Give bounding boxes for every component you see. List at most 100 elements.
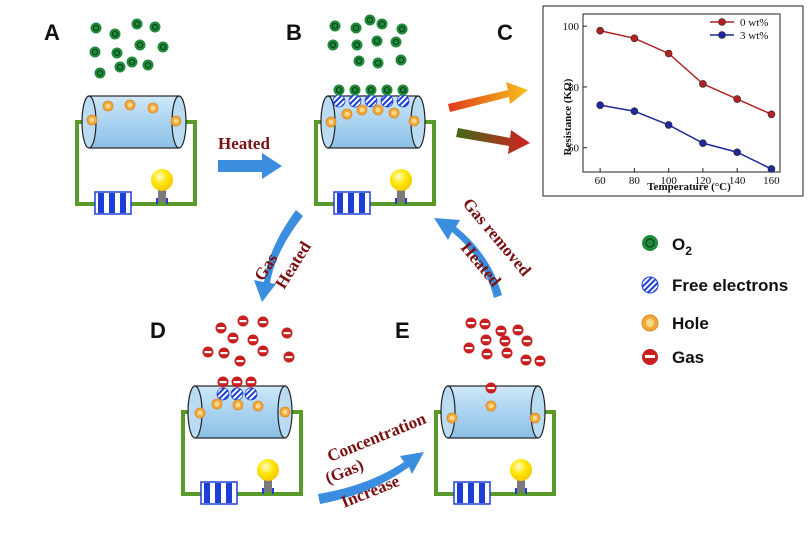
o2-molecule (365, 84, 377, 96)
legend-hole-symbol (641, 314, 659, 332)
o2-molecule (372, 57, 384, 69)
hole-particle (86, 114, 98, 126)
o2-molecule (351, 39, 363, 51)
green-red-arrow-to-chart (456, 128, 530, 154)
circuit-a (75, 95, 197, 215)
light-bulb (390, 169, 412, 204)
circuit-b (314, 94, 436, 215)
gas-removed-arrow (434, 218, 502, 298)
data-point (733, 95, 741, 103)
gas-molecule (463, 342, 475, 354)
y-tick-label: 60 (568, 143, 580, 155)
hole-particle (341, 108, 353, 120)
heated-arrow-label: Heated (218, 134, 270, 153)
legend-gas-symbol (642, 349, 658, 365)
o2-molecule (114, 61, 126, 73)
data-point (733, 148, 741, 157)
data-point (664, 49, 673, 58)
gas-molecule (257, 316, 269, 328)
gas-molecule (202, 346, 214, 358)
particle-groups (89, 14, 546, 388)
series-line-1 (599, 104, 772, 170)
hole-particle (252, 400, 264, 412)
y-tick-label: 80 (568, 82, 580, 94)
panel-label-e: E (395, 318, 410, 343)
gas-molecule (501, 347, 513, 359)
legend-swatch-marker (718, 18, 726, 26)
legend-gas-label: Gas (672, 348, 704, 367)
o2-molecule (94, 67, 106, 79)
gas-molecule (247, 334, 259, 346)
circuit-wire (314, 120, 436, 206)
gas-molecule (237, 315, 249, 327)
chart-legend-label: 3 wt% (740, 30, 768, 42)
o2-molecule (111, 47, 123, 59)
electron-particle (230, 387, 244, 401)
gas-molecule (499, 335, 511, 347)
o2-molecule (390, 36, 402, 48)
x-tick-label: 160 (763, 175, 780, 187)
o2-molecule (157, 41, 169, 53)
o2-molecule (350, 22, 362, 34)
hole-particle (170, 115, 182, 127)
hole-particle (102, 100, 114, 112)
o2-cloud-a (89, 18, 169, 79)
gas-molecule (257, 345, 269, 357)
gas-cloud-d (202, 315, 295, 388)
o2-molecule (89, 46, 101, 58)
circuit-d (181, 385, 303, 505)
o2-molecule (381, 84, 393, 96)
o2-molecule (395, 54, 407, 66)
circuit-wire (181, 410, 303, 496)
hole-particle (194, 407, 206, 419)
o2-molecule (327, 39, 339, 51)
o2-molecule (353, 55, 365, 67)
gas-cloud-e (463, 317, 546, 367)
gas-molecule (479, 318, 491, 330)
o2-molecule (349, 84, 361, 96)
panel-label-a: A (44, 20, 60, 45)
hole-particle (232, 399, 244, 411)
gas-molecule (465, 317, 477, 329)
o2-molecule (364, 14, 376, 26)
chart-legend-label: 0 wt% (740, 17, 768, 29)
sensor-tube (440, 385, 546, 439)
concentration-arrow (318, 452, 424, 504)
legend-electron-symbol (641, 276, 659, 294)
hole-particle (279, 406, 291, 418)
gas-molecule (227, 332, 239, 344)
circuit-wire (434, 410, 556, 496)
hole-particle (211, 398, 223, 410)
hole-particle (147, 102, 159, 114)
data-point (699, 139, 707, 147)
o2-molecule (371, 35, 383, 47)
x-tick-label: 80 (629, 175, 641, 187)
data-point (767, 165, 776, 173)
light-bulb (510, 459, 532, 494)
circuit-wire (75, 120, 197, 206)
o2-molecule (329, 20, 341, 32)
light-bulb (257, 459, 279, 494)
gas-molecule (521, 335, 533, 347)
gas-molecule (485, 382, 497, 394)
gas-molecule (512, 324, 524, 336)
data-point (664, 121, 673, 129)
o2-molecule (376, 18, 388, 30)
o2-molecule (134, 39, 146, 51)
gas-molecule (218, 347, 230, 359)
resistor (200, 481, 238, 505)
gas-molecule (520, 354, 532, 366)
electron-particle (332, 94, 346, 108)
electron-particle (380, 94, 394, 108)
o2-molecule (126, 56, 138, 68)
gas-molecule (534, 355, 546, 367)
electron-particle (348, 94, 362, 108)
legend-electrons-label: Free electrons (672, 276, 788, 295)
gas-molecule (283, 351, 295, 363)
gas-heated-arrow (254, 210, 303, 302)
hole-particle (485, 400, 497, 412)
o2-molecule (109, 28, 121, 40)
o2-molecule (131, 18, 143, 30)
